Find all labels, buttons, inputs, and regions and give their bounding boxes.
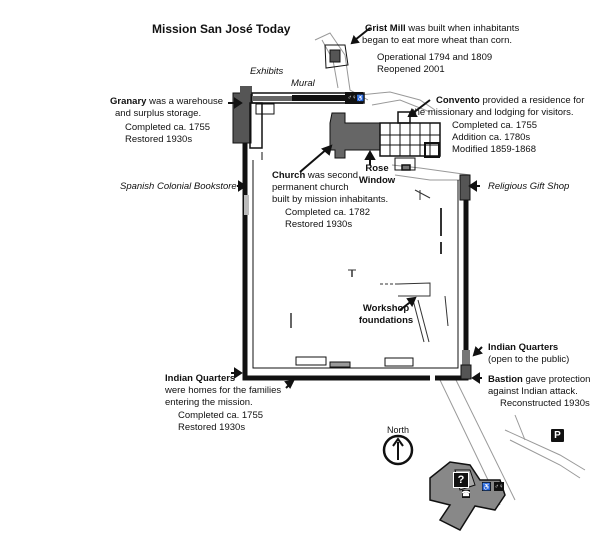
restroom-north-icon: ♂♀ — [347, 94, 357, 102]
exhibits-label: Exhibits — [250, 66, 284, 77]
parking-icon: P — [551, 429, 564, 442]
church-desc3: built by mission inhabitants. — [272, 194, 389, 205]
church-label: Church was second — [272, 170, 358, 182]
indian-quarters-name: Indian Quarters — [165, 373, 236, 384]
convento-desc: provided a residence for — [482, 95, 585, 106]
church-line2: Restored 1930s — [285, 219, 353, 230]
church-line1: Completed ca. 1782 — [285, 207, 371, 218]
granary-label: Granary was a warehouse — [110, 96, 223, 108]
bastion-desc: gave protection — [525, 374, 591, 385]
gift-shop-label: Religious Gift Shop — [488, 181, 570, 192]
indian-quarters-open-label: Indian Quarters — [488, 342, 558, 354]
accessible-icon: ♿ — [482, 482, 491, 491]
bastion-line1: Reconstructed 1930s — [500, 398, 590, 409]
workshop-line1: Workshop — [362, 303, 410, 314]
info-icon: ? — [453, 472, 469, 488]
restroom-icon: ♂♀ — [494, 482, 504, 491]
granary-line1: Completed ca. 1755 — [125, 122, 211, 133]
bastion-building — [460, 364, 472, 380]
convento-line2: Addition ca. 1780s — [452, 132, 531, 143]
grist-mill-line2: Reopened 2001 — [377, 64, 445, 75]
convento-label: Convento provided a residence for — [436, 95, 584, 107]
bastion-desc2: against Indian attack. — [488, 386, 578, 397]
grist-mill-desc2: began to eat more wheat than corn. — [362, 35, 512, 46]
east-wall — [435, 175, 469, 381]
indian-quarters-line2: Restored 1930s — [178, 422, 246, 433]
indian-quarters-line1: Completed ca. 1755 — [178, 410, 264, 421]
granary-line2: Restored 1930s — [125, 134, 193, 145]
convento-line1: Completed ca. 1755 — [452, 120, 538, 131]
telephone-icon: ☎ — [461, 490, 471, 498]
granary-desc2: and surplus storage. — [115, 108, 202, 119]
indian-quarters-open-desc: (open to the public) — [488, 354, 570, 365]
granary-name: Granary — [110, 96, 147, 107]
rose-window-line1: Rose — [365, 163, 389, 174]
church-building — [329, 112, 381, 159]
convento-name: Convento — [436, 95, 480, 106]
church-desc: was second — [307, 170, 359, 181]
indian-quarters-label: Indian Quarters — [165, 373, 235, 385]
grist-mill-building — [324, 44, 349, 69]
mural-label: Mural — [291, 78, 315, 89]
church-name: Church — [272, 170, 306, 181]
map-title: Mission San José Today — [152, 22, 291, 36]
workshop-line2: foundations — [358, 315, 414, 326]
bastion-label: Bastion gave protection — [488, 374, 590, 386]
convento-line3: Modified 1859-1868 — [452, 144, 536, 155]
indian-quarters-desc: were homes for the families — [165, 385, 282, 396]
convento-desc2: the missionary and lodging for visitors. — [412, 107, 574, 118]
granary-desc: was a warehouse — [149, 96, 224, 107]
grist-mill-line1: Operational 1794 and 1809 — [377, 52, 493, 63]
west-wall — [242, 152, 430, 381]
workshop-label: Workshop foundations — [356, 303, 416, 327]
church-desc2: permanent church — [272, 182, 349, 193]
grist-mill-desc: was built when inhabitants — [408, 23, 520, 34]
bastion-name: Bastion — [488, 374, 523, 385]
convento-building — [379, 111, 441, 171]
bookstore-label: Spanish Colonial Bookstore — [120, 181, 237, 192]
north-label: North — [386, 425, 409, 435]
rose-window-label: Rose Window — [355, 163, 399, 187]
indian-quarters-open-name: Indian Quarters — [488, 342, 559, 353]
accessible-north-icon: ♿ — [356, 94, 365, 102]
grist-mill-name: Grist Mill — [365, 23, 406, 34]
rose-window-line2: Window — [358, 175, 396, 186]
north-arrow — [382, 434, 414, 466]
grist-mill-label: Grist Mill was built when inhabitants — [365, 23, 519, 35]
indian-quarters-desc2: entering the mission. — [165, 397, 253, 408]
